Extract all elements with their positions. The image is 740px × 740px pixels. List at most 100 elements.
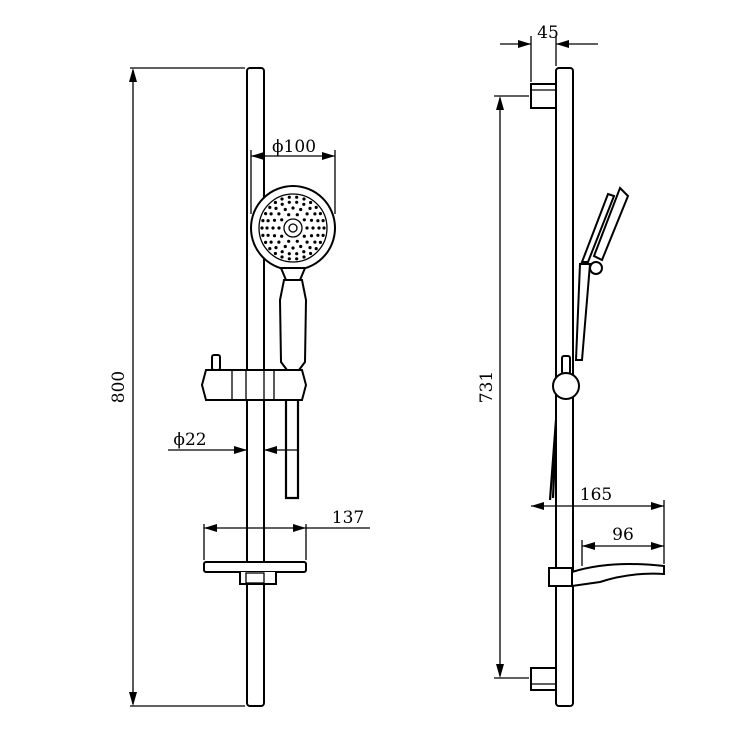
nozzle-dot bbox=[274, 246, 278, 250]
nozzle-dot bbox=[305, 240, 309, 244]
dim-label-45: 45 bbox=[537, 23, 559, 43]
nozzle-dot bbox=[260, 226, 264, 230]
nozzle-dot bbox=[269, 240, 273, 244]
nozzle-dot bbox=[305, 212, 309, 216]
nozzle-dot bbox=[309, 200, 313, 205]
nozzle-dot bbox=[273, 200, 277, 205]
dim-bracket-depth: 45 bbox=[500, 23, 598, 82]
dim-rail-diameter: ϕ22 bbox=[168, 430, 298, 454]
nozzle-dot bbox=[287, 257, 291, 261]
nozzle-dot bbox=[302, 197, 306, 201]
dim-soap-dish-width: 137 bbox=[203, 508, 370, 560]
nozzle-dot bbox=[280, 255, 284, 259]
dim-label-phi100: ϕ100 bbox=[272, 137, 316, 157]
side-view: 45 731 165 96 bbox=[477, 23, 665, 707]
dim-overall-depth: 165 bbox=[531, 485, 665, 564]
nozzle-dot bbox=[280, 234, 284, 238]
nozzle-dot bbox=[322, 226, 326, 230]
nozzle-dot bbox=[313, 212, 317, 216]
nozzle-dot bbox=[283, 207, 287, 212]
nozzle-dot bbox=[280, 250, 284, 254]
front-hose bbox=[284, 400, 300, 500]
nozzle-dot bbox=[311, 226, 315, 230]
nozzle-dot bbox=[280, 197, 284, 201]
nozzle-dot bbox=[295, 195, 299, 199]
side-soap-dish bbox=[548, 567, 573, 587]
nozzle-dot bbox=[308, 206, 312, 210]
nozzle-dot bbox=[295, 213, 299, 217]
nozzle-dot bbox=[280, 202, 284, 206]
front-soap-dish bbox=[203, 561, 307, 585]
side-bottom-bracket bbox=[530, 667, 557, 691]
nozzle-dot bbox=[295, 200, 299, 204]
dim-label-165: 165 bbox=[580, 485, 612, 505]
nozzle-dot bbox=[305, 226, 309, 230]
nozzle-dot bbox=[314, 205, 318, 209]
nozzle-dot bbox=[309, 251, 313, 256]
dim-label-phi22: ϕ22 bbox=[173, 430, 206, 450]
side-slider bbox=[552, 355, 580, 400]
dim-label-137: 137 bbox=[332, 508, 364, 528]
nozzle-dot bbox=[287, 252, 291, 256]
nozzle-dot bbox=[280, 218, 284, 222]
nozzle-dot bbox=[318, 240, 322, 244]
nozzle-dot bbox=[321, 233, 325, 237]
nozzle-dot bbox=[309, 234, 314, 238]
nozzle-dot bbox=[265, 226, 269, 230]
nozzle-dot bbox=[291, 206, 295, 210]
dim-soap-dish-depth: 96 bbox=[581, 525, 664, 566]
dim-label-800: 800 bbox=[109, 371, 129, 403]
nozzle-dot bbox=[266, 219, 270, 223]
dim-head-diameter: ϕ100 bbox=[250, 137, 336, 214]
side-hose bbox=[548, 419, 558, 501]
nozzle-dot bbox=[299, 244, 303, 249]
front-handle bbox=[278, 279, 308, 371]
nozzle-dot bbox=[299, 207, 303, 212]
nozzle-dot bbox=[269, 212, 273, 216]
nozzle-dot bbox=[287, 213, 291, 217]
nozzle-dot bbox=[302, 234, 306, 238]
nozzle-dot bbox=[302, 218, 306, 222]
nozzle-dot bbox=[302, 202, 306, 206]
nozzle-dot bbox=[295, 252, 299, 256]
dim-total-height: 800 bbox=[109, 67, 245, 707]
nozzle-dot bbox=[316, 233, 320, 237]
dim-label-731: 731 bbox=[477, 371, 497, 403]
nozzle-dot bbox=[277, 240, 281, 244]
nozzle-dot bbox=[308, 246, 312, 250]
nozzle-dot bbox=[316, 219, 320, 223]
nozzle-dot bbox=[321, 219, 325, 223]
nozzle-dot bbox=[295, 239, 299, 243]
nozzle-dot bbox=[295, 257, 299, 261]
nozzle-dot bbox=[318, 212, 322, 216]
nozzle-dot bbox=[271, 226, 275, 230]
front-shower-head bbox=[250, 185, 336, 281]
nozzle-dot bbox=[283, 244, 287, 249]
nozzle-dot bbox=[291, 246, 295, 250]
nozzle-dot bbox=[313, 240, 317, 244]
nozzle-dot bbox=[266, 233, 270, 237]
nozzle-dot bbox=[264, 240, 268, 244]
nozzle-dot bbox=[261, 233, 265, 237]
nozzle-dot bbox=[277, 212, 281, 216]
nozzle-dot bbox=[274, 206, 278, 210]
nozzle-dot bbox=[264, 212, 268, 216]
nozzle-dot bbox=[287, 239, 291, 243]
nozzle-dot bbox=[302, 255, 306, 259]
nozzle-dot bbox=[302, 250, 306, 254]
nozzle-dot bbox=[272, 234, 277, 238]
nozzle-dot bbox=[261, 219, 265, 223]
nozzle-dot bbox=[317, 226, 321, 230]
nozzle-dot bbox=[287, 195, 291, 199]
dim-label-96: 96 bbox=[612, 525, 634, 545]
nozzle-dot bbox=[268, 247, 272, 251]
dim-bracket-spacing: 731 bbox=[477, 95, 529, 679]
front-view: 800 ϕ100 ϕ22 137 bbox=[109, 67, 370, 707]
front-slider-clamp bbox=[200, 354, 308, 401]
nozzle-dot bbox=[277, 226, 281, 230]
side-shower-head bbox=[574, 186, 630, 361]
nozzle-dot bbox=[272, 218, 277, 222]
shower-head-nozzles bbox=[260, 195, 326, 261]
nozzle-dot bbox=[287, 200, 291, 204]
